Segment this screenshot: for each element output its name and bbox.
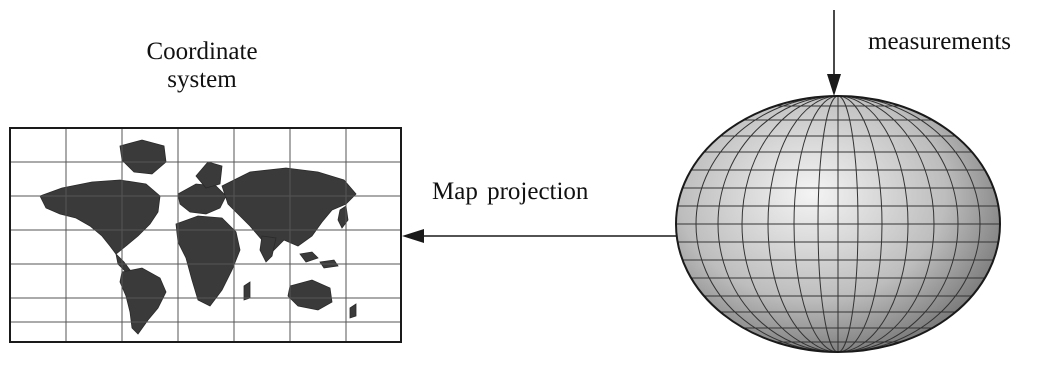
map-projection-label: Map projection	[432, 178, 589, 205]
globe-icon	[675, 95, 1001, 353]
coordinate-system-label: Coordinate system	[112, 38, 292, 94]
projection-arrow	[402, 229, 676, 243]
coordinate-label-line1: Coordinate	[146, 38, 258, 65]
coordinate-label-line2: system	[167, 66, 237, 93]
measurements-arrow	[827, 10, 841, 96]
globe-outline	[675, 95, 1001, 353]
map-grid	[10, 128, 401, 342]
map-landmasses	[39, 139, 357, 335]
world-map-icon	[9, 127, 402, 343]
map-frame	[9, 127, 402, 343]
measurements-label: measurements	[868, 28, 1012, 55]
